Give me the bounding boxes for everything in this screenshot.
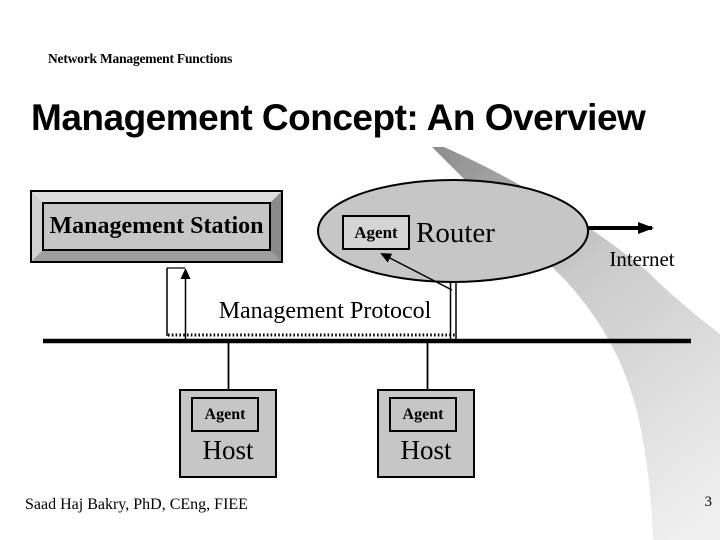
internet-label: Internet <box>609 247 675 271</box>
management-station-box: Management Station <box>30 190 283 263</box>
router-agent-arrow <box>380 253 453 291</box>
host1-label: Host <box>202 435 254 465</box>
eyebrow-label: Network Management Functions <box>48 51 233 66</box>
router-agent-box: Agent <box>342 215 410 250</box>
router-label: Router <box>416 217 495 249</box>
protocol-label: Management Protocol <box>218 298 432 324</box>
swoosh-graphic <box>432 147 720 540</box>
host2-agent-box: Agent <box>389 397 457 432</box>
host1-agent-box: Agent <box>191 397 259 432</box>
footer-credit: Saad Haj Bakry, PhD, CEng, FIEE <box>25 496 248 513</box>
host2-label: Host <box>400 435 452 465</box>
page-number: 3 <box>704 494 713 510</box>
station-bevel-frame: Management Station <box>32 192 281 261</box>
page-title: Management Concept: An Overview <box>31 97 646 138</box>
host-box-1: Agent Host <box>179 389 277 478</box>
station-label: Management Station <box>42 202 271 251</box>
host-box-2: Agent Host <box>377 389 475 478</box>
